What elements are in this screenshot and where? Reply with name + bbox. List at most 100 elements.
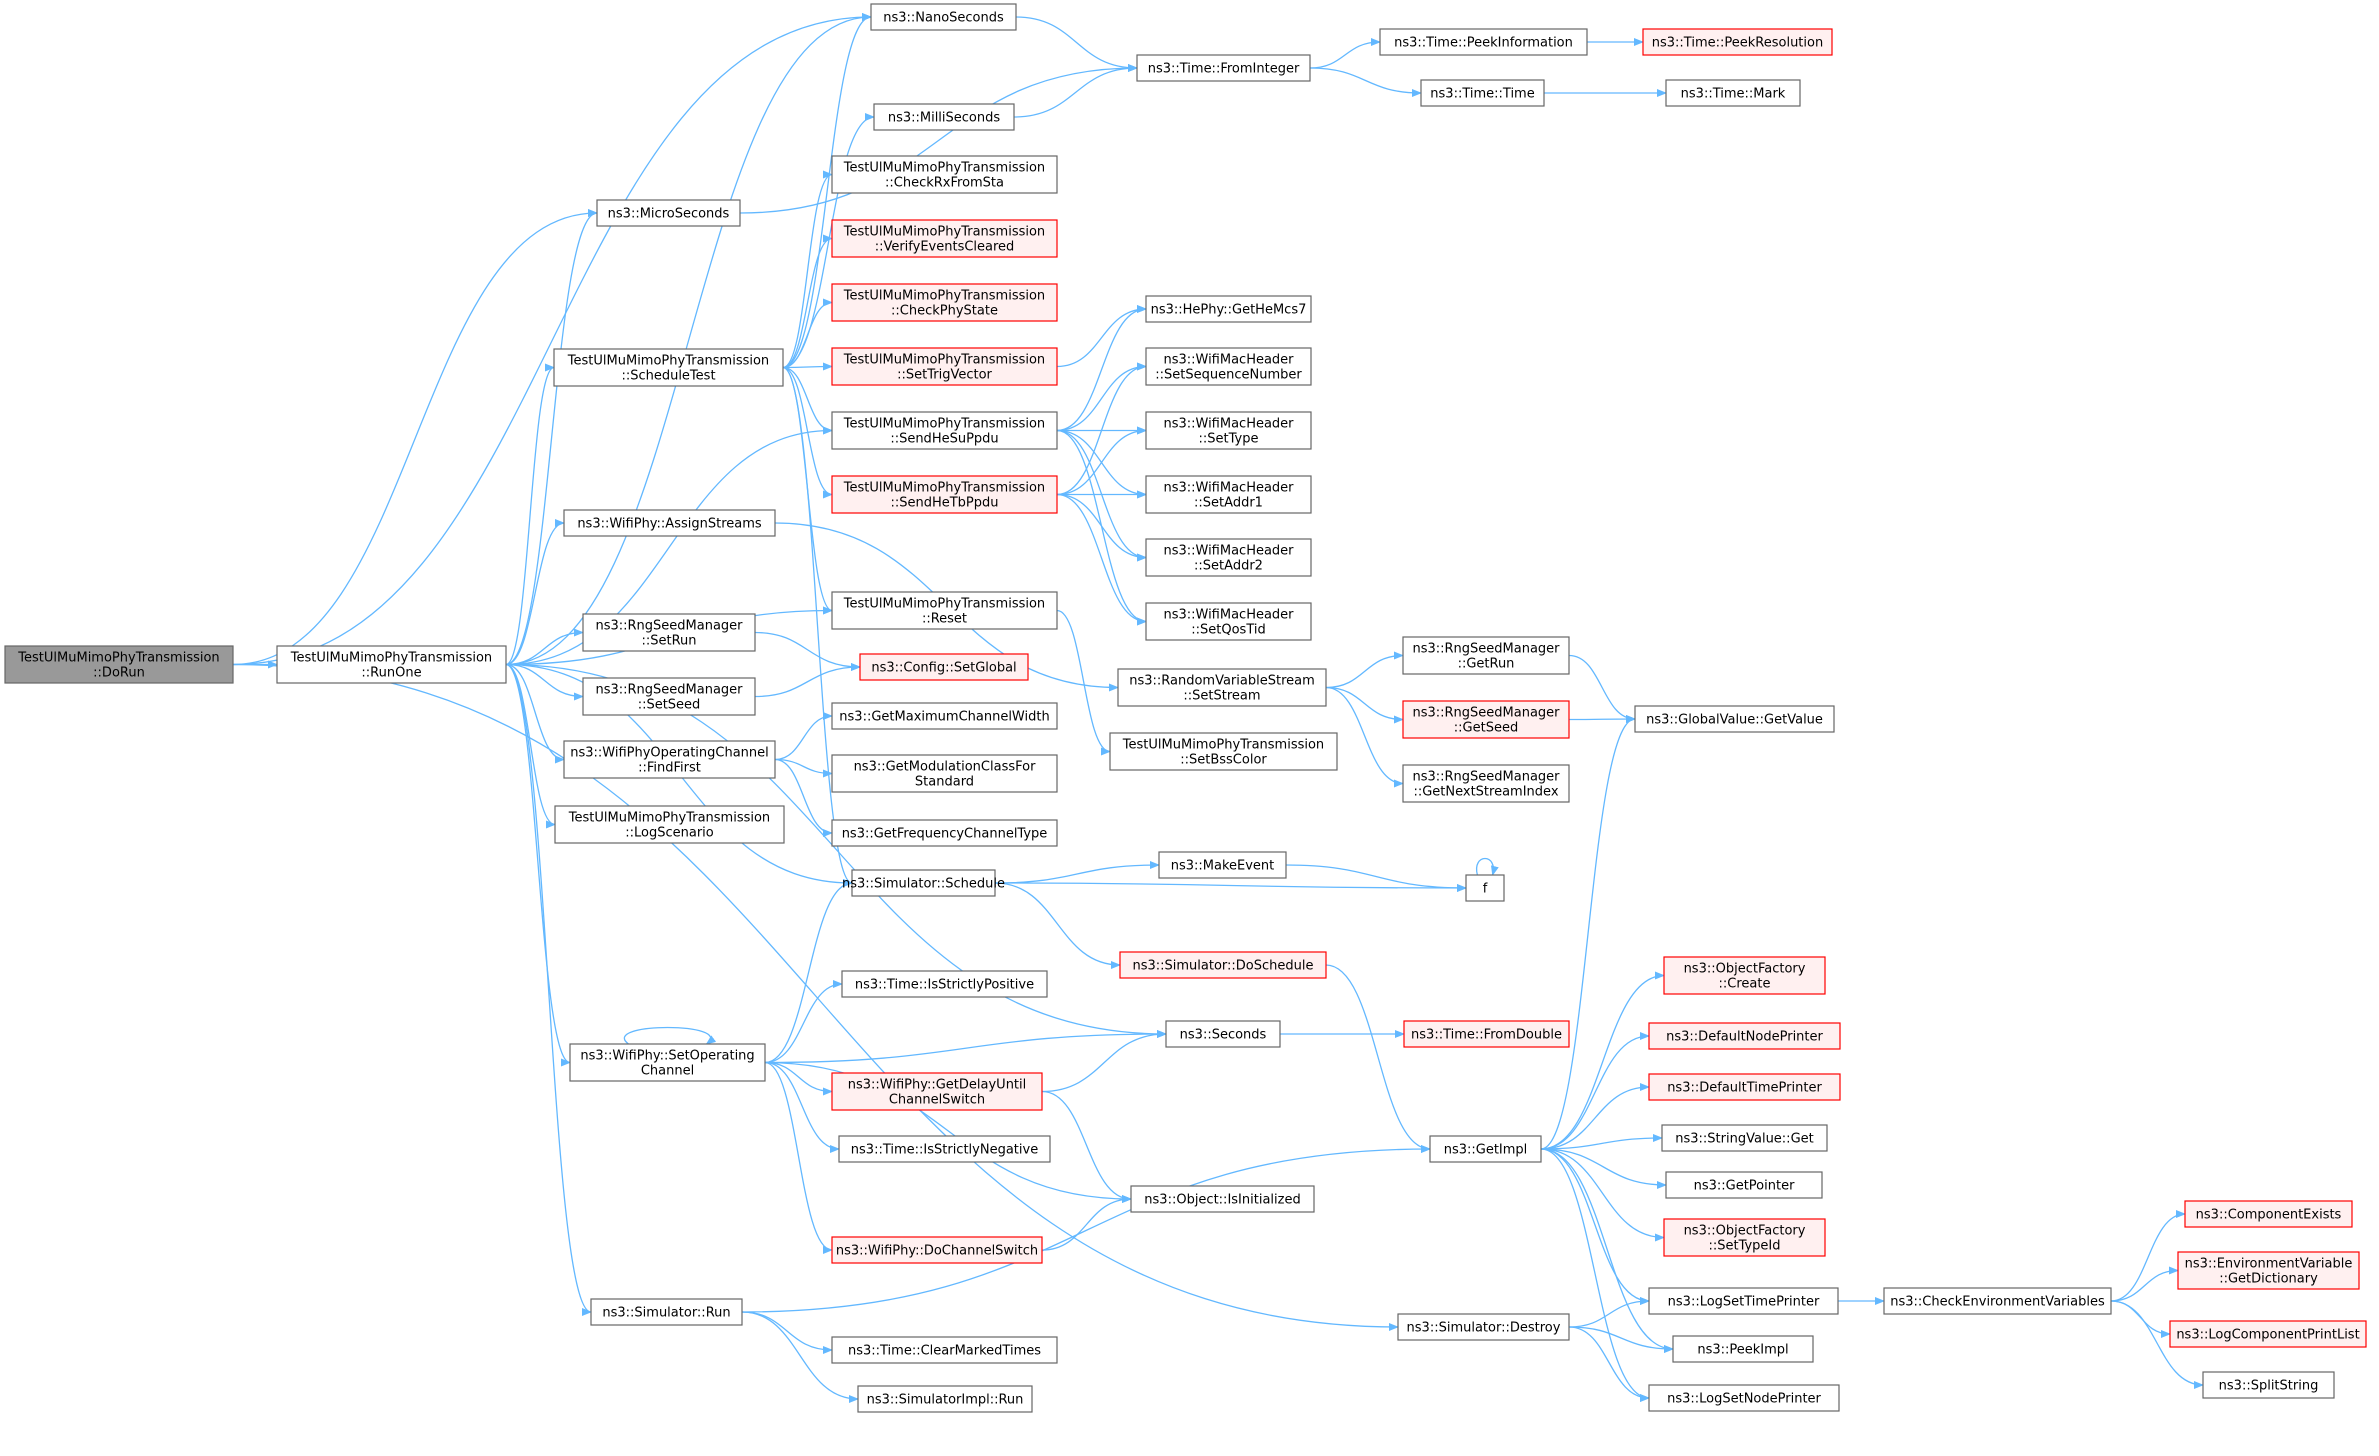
node-ns3-logsettimeprinter[interactable]: ns3::LogSetTimePrinter <box>1648 1287 1839 1315</box>
node-label: ns3::NanoSeconds <box>883 11 1004 26</box>
edge-findfirst-to-getmodclass <box>774 758 833 778</box>
edge-sched-to-verify <box>782 234 833 369</box>
node-ns3-getmaximumchannelwidth[interactable]: ns3::GetMaximumChannelWidth <box>831 702 1058 730</box>
node-ns3-seconds[interactable]: ns3::Seconds <box>1165 1020 1281 1048</box>
node-ns3-splitstring[interactable]: ns3::SplitString <box>2202 1371 2335 1399</box>
node-label: ns3::Time::IsStrictlyNegative <box>851 1143 1038 1158</box>
node-label: ns3::RngSeedManager <box>595 683 743 698</box>
node-label: ns3::RngSeedManager <box>595 619 743 634</box>
node-ns3-globalvalue-getvalue[interactable]: ns3::GlobalValue::GetValue <box>1634 705 1835 733</box>
node-ns3-randomvariablestream-setstream[interactable]: ns3::RandomVariableStream::SetStream <box>1117 668 1327 707</box>
node-ns3-object-isinitialized[interactable]: ns3::Object::IsInitialized <box>1130 1185 1315 1213</box>
node-testulmumimophytransmission-checkrxfromsta[interactable]: TestUlMuMimoPhyTransmission::CheckRxFrom… <box>831 155 1058 194</box>
node-testulmumimophytransmission-settrigvector[interactable]: TestUlMuMimoPhyTransmission::SetTrigVect… <box>831 347 1058 386</box>
node-box <box>851 869 996 897</box>
node-ns3-wifiphy-dochannelswitch[interactable]: ns3::WifiPhy::DoChannelSwitch <box>831 1236 1043 1264</box>
node-testulmumimophytransmission-scheduletest[interactable]: TestUlMuMimoPhyTransmission::ScheduleTes… <box>553 348 784 387</box>
node-ns3-getimpl[interactable]: ns3::GetImpl <box>1429 1135 1542 1163</box>
edge-getimpl-to-strget <box>1540 1134 1663 1150</box>
node-label: ::SetQosTid <box>1191 623 1265 638</box>
node-ns3-wifiphyoperatingchannel-findfirst[interactable]: ns3::WifiPhyOperatingChannel::FindFirst <box>563 740 776 779</box>
node-ns3-objectfactory-settypeid[interactable]: ns3::ObjectFactory::SetTypeId <box>1663 1218 1826 1257</box>
node-ns3-stringvalue-get[interactable]: ns3::StringValue::Get <box>1661 1124 1828 1152</box>
node-ns3-hephy-gethemcs7[interactable]: ns3::HePhy::GetHeMcs7 <box>1145 295 1312 323</box>
node-ns3-microseconds[interactable]: ns3::MicroSeconds <box>596 199 741 227</box>
node-testulmumimophytransmission-runone[interactable]: TestUlMuMimoPhyTransmission::RunOne <box>276 645 507 684</box>
node-label: ns3::WifiMacHeader <box>1163 353 1294 368</box>
node-testulmumimophytransmission-reset[interactable]: TestUlMuMimoPhyTransmission::Reset <box>831 591 1058 630</box>
node-ns3-wifimacheader-setqostid[interactable]: ns3::WifiMacHeader::SetQosTid <box>1145 602 1312 641</box>
node-ns3-milliseconds[interactable]: ns3::MilliSeconds <box>873 103 1015 131</box>
edge-getseed-to-globalget <box>1568 715 1636 724</box>
node-ns3-getfrequencychanneltype[interactable]: ns3::GetFrequencyChannelType <box>831 819 1058 847</box>
node-ns3-wifimacheader-settype[interactable]: ns3::WifiMacHeader::SetType <box>1145 411 1312 450</box>
edge-simrun-to-clearmarked <box>741 1311 833 1354</box>
node-ns3-time-clearmarkedtimes[interactable]: ns3::Time::ClearMarkedTimes <box>831 1336 1058 1364</box>
node-testulmumimophytransmission-dorun[interactable]: TestUlMuMimoPhyTransmission::DoRun <box>4 645 234 684</box>
edge-findfirst-to-getmaxcw <box>774 712 833 761</box>
node-box <box>553 348 784 387</box>
node-ns3-wifimacheader-setsequencenumber[interactable]: ns3::WifiMacHeader::SetSequenceNumber <box>1145 347 1312 386</box>
edge-setop-to-strictneg <box>764 1061 840 1153</box>
node-ns3-logsetnodeprinter[interactable]: ns3::LogSetNodePrinter <box>1648 1384 1840 1412</box>
node-label: ns3::LogSetNodePrinter <box>1667 1392 1821 1407</box>
node-ns3-time-isstrictlynegative[interactable]: ns3::Time::IsStrictlyNegative <box>838 1135 1051 1163</box>
node-ns3-rngseedmanager-setrun[interactable]: ns3::RngSeedManager::SetRun <box>582 613 756 652</box>
node-ns3-config-setglobal[interactable]: ns3::Config::SetGlobal <box>859 653 1029 681</box>
edge-getrun-to-globalget <box>1568 654 1636 723</box>
node-ns3-defaulttimeprinter[interactable]: ns3::DefaultTimePrinter <box>1648 1073 1841 1101</box>
node-label: ::SetSeed <box>638 698 701 713</box>
node-box <box>831 754 1058 793</box>
node-testulmumimophytransmission-verifyeventscleared[interactable]: TestUlMuMimoPhyTransmission::VerifyEvent… <box>831 219 1058 258</box>
edge-sched-to-simsched <box>782 366 853 887</box>
node-ns3-rngseedmanager-setseed[interactable]: ns3::RngSeedManager::SetSeed <box>582 677 756 716</box>
edge-sendtb-to-settype <box>1056 426 1147 496</box>
node-testulmumimophytransmission-setbsscolor[interactable]: TestUlMuMimoPhyTransmission::SetBssColor <box>1109 732 1338 771</box>
node-ns3-time-frominteger[interactable]: ns3::Time::FromInteger <box>1136 54 1311 82</box>
node-label: ::SetTrigVector <box>897 368 992 383</box>
node-ns3-wifiphy-assignstreams[interactable]: ns3::WifiPhy::AssignStreams <box>563 509 776 537</box>
node-ns3-rngseedmanager-getrun[interactable]: ns3::RngSeedManager::GetRun <box>1402 636 1570 675</box>
node-testulmumimophytransmission-logscenario[interactable]: TestUlMuMimoPhyTransmission::LogScenario <box>554 805 785 844</box>
node-testulmumimophytransmission-sendhetbppdu[interactable]: TestUlMuMimoPhyTransmission::SendHeTbPpd… <box>831 475 1058 514</box>
node-f[interactable]: f <box>1465 874 1505 902</box>
node-ns3-wifimacheader-setaddr2[interactable]: ns3::WifiMacHeader::SetAddr2 <box>1145 538 1312 577</box>
node-ns3-simulator-doschedule[interactable]: ns3::Simulator::DoSchedule <box>1119 951 1327 979</box>
node-ns3-simulator-run[interactable]: ns3::Simulator::Run <box>590 1298 743 1326</box>
node-ns3-makeevent[interactable]: ns3::MakeEvent <box>1158 851 1287 879</box>
node-ns3-defaultnodeprinter[interactable]: ns3::DefaultNodePrinter <box>1648 1022 1841 1050</box>
node-ns3-time-isstrictlypositive[interactable]: ns3::Time::IsStrictlyPositive <box>841 970 1048 998</box>
node-ns3-simulatorimpl-run[interactable]: ns3::SimulatorImpl::Run <box>857 1385 1033 1413</box>
edge-sendtb-to-setaddr2 <box>1056 493 1147 562</box>
edge-runone-to-setrun <box>505 628 584 666</box>
node-box <box>563 509 776 537</box>
edge-setop-to-setop <box>624 1026 717 1045</box>
node-ns3-time-peekresolution[interactable]: ns3::Time::PeekResolution <box>1642 28 1833 56</box>
node-ns3-peekimpl[interactable]: ns3::PeekImpl <box>1672 1335 1814 1363</box>
node-box <box>276 645 507 684</box>
node-ns3-rngseedmanager-getnextstreamindex[interactable]: ns3::RngSeedManager::GetNextStreamIndex <box>1402 764 1570 803</box>
node-box <box>1397 1313 1570 1341</box>
node-ns3-environmentvariable-getdictionary[interactable]: ns3::EnvironmentVariable::GetDictionary <box>2177 1251 2360 1290</box>
edge-getimpl-to-defnode <box>1540 1032 1650 1150</box>
node-ns3-time-peekinformation[interactable]: ns3::Time::PeekInformation <box>1379 28 1588 56</box>
node-ns3-simulator-destroy[interactable]: ns3::Simulator::Destroy <box>1397 1313 1570 1341</box>
node-ns3-logcomponentprintlist[interactable]: ns3::LogComponentPrintList <box>2169 1320 2367 1348</box>
node-ns3-objectfactory-create[interactable]: ns3::ObjectFactory::Create <box>1663 956 1826 995</box>
node-ns3-wifimacheader-setaddr1[interactable]: ns3::WifiMacHeader::SetAddr1 <box>1145 475 1312 514</box>
node-ns3-time-time[interactable]: ns3::Time::Time <box>1420 79 1545 107</box>
node-ns3-nanoseconds[interactable]: ns3::NanoSeconds <box>870 3 1017 31</box>
node-testulmumimophytransmission-checkphystate[interactable]: TestUlMuMimoPhyTransmission::CheckPhySta… <box>831 283 1058 322</box>
node-ns3-simulator-schedule[interactable]: ns3::Simulator::Schedule <box>842 869 1005 897</box>
node-ns3-rngseedmanager-getseed[interactable]: ns3::RngSeedManager::GetSeed <box>1402 700 1570 739</box>
node-ns3-checkenvironmentvariables[interactable]: ns3::CheckEnvironmentVariables <box>1883 1287 2112 1315</box>
node-ns3-componentexists[interactable]: ns3::ComponentExists <box>2184 1200 2353 1228</box>
node-ns3-time-fromdouble[interactable]: ns3::Time::FromDouble <box>1403 1020 1570 1048</box>
node-ns3-time-mark[interactable]: ns3::Time::Mark <box>1665 79 1801 107</box>
node-ns3-getpointer[interactable]: ns3::GetPointer <box>1665 1171 1823 1199</box>
edge-getimpl-to-getptr <box>1540 1148 1667 1189</box>
node-testulmumimophytransmission-sendhesuppdu[interactable]: TestUlMuMimoPhyTransmission::SendHeSuPpd… <box>831 411 1058 450</box>
